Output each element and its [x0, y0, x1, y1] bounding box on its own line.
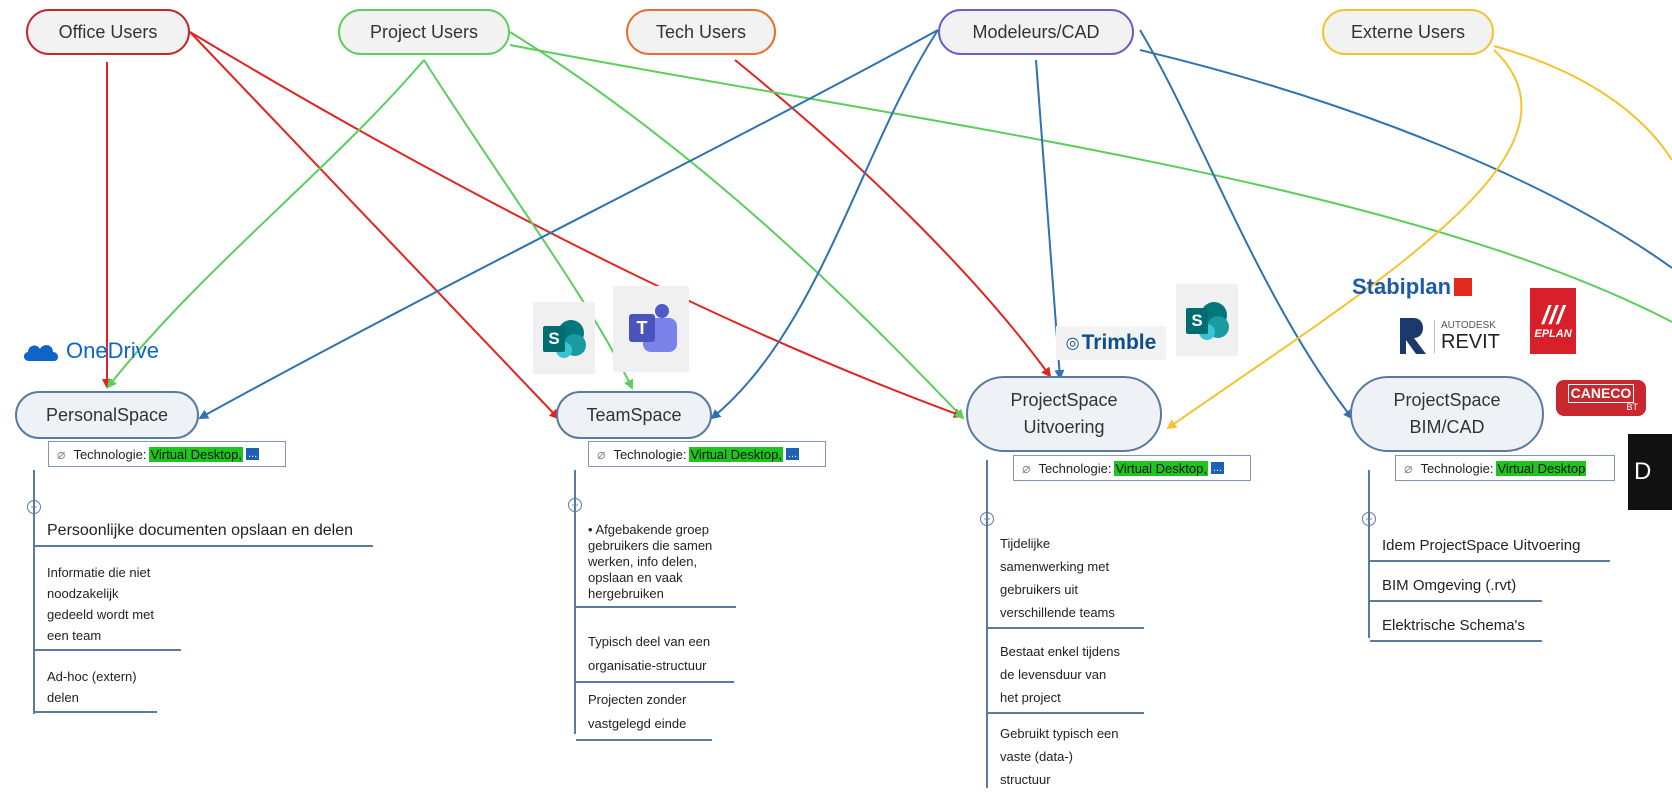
- technology-tag-uitvoering: ⌀ Technologie: Virtual Desktop, ...: [1013, 455, 1251, 481]
- caneco-label: CANECO: [1567, 384, 1635, 403]
- tag-value: Virtual Desktop,: [149, 446, 243, 462]
- space-node-bimcad[interactable]: ProjectSpace BIM/CAD: [1350, 376, 1544, 452]
- teams-letter: T: [629, 314, 655, 342]
- technology-tag-team: ⌀ Technologie: Virtual Desktop, ...: [588, 441, 826, 467]
- user-node-tech[interactable]: Tech Users: [626, 9, 776, 55]
- list-item: BIM Omgeving (.rvt): [1370, 575, 1542, 602]
- onedrive-label: OneDrive: [66, 338, 159, 363]
- user-node-project[interactable]: Project Users: [338, 9, 510, 55]
- tag-value: Virtual Desktop,: [1114, 460, 1208, 476]
- tag-more-button[interactable]: ...: [245, 448, 260, 460]
- tag-more-button[interactable]: ...: [785, 448, 800, 460]
- list-item: Informatie die niet noodzakelijk gedeeld…: [35, 562, 181, 651]
- eplan-label: EPLAN: [1534, 328, 1572, 340]
- edge-logo-letter: D: [1634, 458, 1652, 485]
- list-item: Ad-hoc (extern) delen: [35, 666, 157, 713]
- tag-prefix: Technologie:: [1038, 460, 1112, 476]
- teams-logo: T: [613, 286, 689, 372]
- trimble-logo: ◎ Trimble: [1056, 326, 1166, 360]
- technology-tag-personal: ⌀ Technologie: Virtual Desktop, ...: [48, 441, 286, 467]
- connector-project-team: [423, 59, 634, 390]
- connector-project-offscreen: [509, 44, 1672, 323]
- list-item: Gebruikt typisch een vaste (data-) struc…: [1000, 726, 1119, 787]
- technology-tag-bimcad: ⌀ Technologie: Virtual Desktop: [1395, 455, 1615, 481]
- space-node-uitvoering[interactable]: ProjectSpace Uitvoering: [966, 376, 1162, 452]
- revit-label: REVIT: [1441, 330, 1500, 353]
- tag-prefix: Technologie:: [73, 446, 147, 462]
- autodesk-label: AUTODESK: [1441, 319, 1496, 331]
- eplan-logo: /// EPLAN: [1530, 288, 1576, 354]
- user-node-externe[interactable]: Externe Users: [1322, 9, 1494, 55]
- list-item: Tijdelijke samenwerking met gebruikers u…: [988, 532, 1144, 629]
- eplan-mark-icon: ///: [1542, 300, 1564, 330]
- cloud-icon: [24, 345, 59, 361]
- connector-office-uitvoering: [189, 31, 964, 418]
- onedrive-logo: OneDrive: [12, 334, 168, 368]
- user-node-office[interactable]: Office Users: [26, 9, 190, 55]
- connector-project-uitvoering: [509, 31, 965, 420]
- stabiplan-label: Stabiplan: [1352, 274, 1452, 299]
- edge-dark-logo: D: [1628, 434, 1672, 510]
- tag-prefix: Technologie:: [1420, 460, 1494, 476]
- tag-prefix: Technologie:: [613, 446, 687, 462]
- connector-cad-uitvoering: [1035, 59, 1065, 380]
- connector-cad-bimcad: [1139, 29, 1354, 420]
- caneco-sub-label: BT: [1626, 401, 1638, 412]
- sharepoint-logo-uitvoering: S: [1176, 284, 1238, 356]
- tag-value: Virtual Desktop: [1496, 460, 1587, 476]
- connector-project-personal: [106, 59, 425, 389]
- revit-logo: AUTODESK REVIT: [1398, 314, 1508, 358]
- list-item: Idem ProjectSpace Uitvoering: [1370, 535, 1610, 562]
- list-item: Elektrische Schema's: [1370, 615, 1542, 642]
- connector-cad-team: [710, 29, 939, 420]
- list-item: Persoonlijke documenten opslaan en delen: [35, 520, 373, 547]
- tag-icon: ⌀: [1404, 459, 1413, 476]
- list-item: Bestaat enkel tijdens de levensduur van …: [988, 640, 1144, 714]
- branch-line-team: [574, 470, 576, 734]
- tag-icon: ⌀: [1022, 459, 1031, 476]
- connector-cad-offscreen: [1139, 49, 1672, 269]
- tag-icon: ⌀: [57, 445, 66, 462]
- stabiplan-logo: Stabiplan: [1352, 274, 1474, 300]
- trimble-globe-icon: ◎: [1065, 335, 1080, 352]
- tag-icon: ⌀: [597, 445, 606, 462]
- list-item: • Afgebakende groep gebruikers die samen…: [576, 522, 736, 608]
- stabiplan-flag-icon: [1454, 278, 1473, 296]
- sharepoint-letter: S: [1186, 308, 1208, 334]
- user-node-cad[interactable]: Modeleurs/CAD: [938, 9, 1134, 55]
- sharepoint-logo-team: S: [533, 302, 595, 374]
- sharepoint-letter: S: [543, 326, 565, 352]
- tag-more-button[interactable]: ...: [1210, 462, 1225, 474]
- connector-tech-uitvoering: [734, 59, 1052, 378]
- space-node-personal[interactable]: PersonalSpace: [15, 391, 199, 439]
- space-node-team[interactable]: TeamSpace: [556, 391, 712, 439]
- caneco-logo: CANECO BT: [1556, 380, 1646, 416]
- list-item: Typisch deel van een organisatie-structu…: [576, 630, 734, 683]
- connector-office-team: [189, 31, 560, 420]
- branch-line-uitvoering: [986, 460, 988, 788]
- tag-value: Virtual Desktop,: [689, 446, 783, 462]
- branch-line-bimcad: [1368, 470, 1370, 638]
- connector-cad-personal: [198, 29, 939, 419]
- connector-externe-uitvoering: [1166, 49, 1523, 430]
- revit-r-icon: [1400, 318, 1426, 354]
- trimble-label: Trimble: [1081, 331, 1157, 354]
- list-item: Projecten zonder vastgelegd einde: [576, 688, 712, 741]
- branch-line-personal: [33, 470, 35, 714]
- connector-externe-offscreen: [1493, 45, 1672, 161]
